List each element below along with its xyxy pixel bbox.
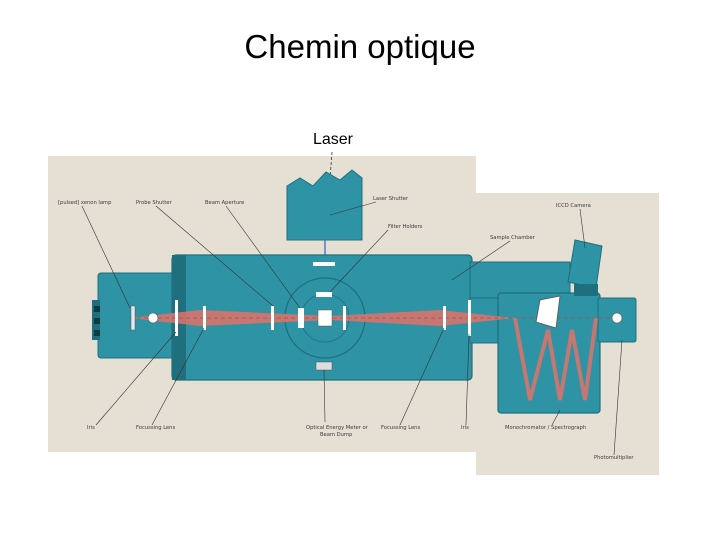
label-sample-chamber: Sample Chamber [490, 235, 536, 241]
label-monochromator: Monochromator / Spectrograph [505, 425, 586, 431]
iris-right [468, 300, 471, 336]
laser-label: Laser [312, 131, 354, 148]
lamp-bulb [147, 312, 159, 324]
laser-shutter [316, 292, 332, 297]
label-focussing-lens-left: Focussing Lens [136, 425, 175, 431]
label-iris-left: Iris [87, 425, 95, 431]
label-beam-aperture: Beam Aperture [205, 200, 244, 206]
focussing-lens-left [203, 306, 206, 330]
label-iris-right: Iris [461, 425, 469, 431]
label-laser-shutter: Laser Shutter [373, 196, 409, 202]
photomultiplier-element [611, 312, 623, 324]
sample-cell [317, 309, 333, 327]
label-probe-shutter: Probe Shutter [136, 200, 172, 206]
beam-aperture [298, 308, 304, 328]
label-filter-holders: Filter Holders [388, 224, 423, 230]
lamp-port-3 [94, 330, 100, 336]
label-iccd-camera: ICCD Camera [556, 203, 591, 209]
label-optical-energy-meter-2: Beam Dump [320, 432, 353, 438]
filter-holder [313, 262, 335, 266]
iccd-camera [567, 239, 603, 296]
lamp-port-2 [94, 318, 100, 324]
focussing-lens-right-2 [443, 306, 446, 330]
beam-dump [315, 361, 333, 371]
lamp-port-1 [94, 306, 100, 312]
grating [535, 295, 561, 329]
label-focussing-lens-right: Focussing Lens [381, 425, 420, 431]
iris-left [175, 300, 178, 336]
leader-lines [81, 201, 623, 456]
spectrograph-beam [513, 317, 598, 401]
label-optical-energy-meter-1: Optical Energy Meter or [306, 425, 369, 431]
probe-shutter [271, 306, 274, 330]
laser-housing [286, 169, 363, 241]
label-photomultiplier: Photomultiplier [594, 455, 634, 461]
label-pulsed-xenon-lamp: [pulsed] xenon lamp [58, 200, 112, 206]
focussing-lens-right [343, 306, 346, 330]
slide-title: Chemin optique [244, 28, 476, 65]
spectrograph-housing [497, 292, 601, 414]
lamp-element [130, 305, 136, 331]
